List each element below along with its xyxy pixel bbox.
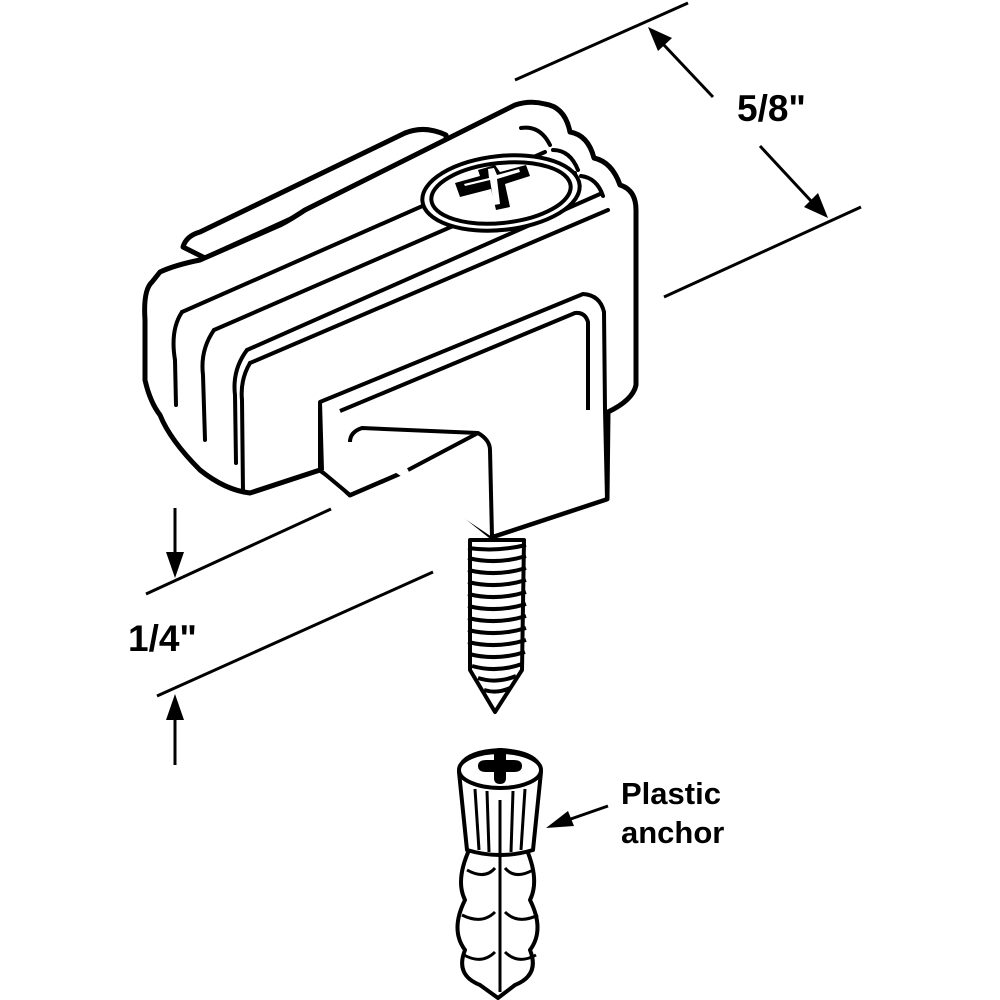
phillips-cross-inner (464, 168, 520, 205)
anchor-leader-line (565, 806, 608, 821)
anchor-label-line2: anchor (621, 815, 725, 850)
anchor-leader-arrowhead (546, 811, 574, 828)
anchor-details (462, 789, 538, 992)
dimension-label-5-8: 5/8" (737, 88, 806, 129)
dimension-1-4-lines (146, 508, 433, 765)
anchor-label-line1: Plastic (621, 776, 721, 811)
anchor-phillips-icon (478, 748, 522, 784)
screw-threads (468, 545, 526, 692)
plastic-anchor-label: Plastic anchor (621, 774, 724, 852)
screw-icon (470, 540, 524, 712)
dimension-label-1-4: 1/4" (128, 618, 197, 659)
dimension-1-4-arrowheads (166, 552, 184, 720)
dimension-5-8-lines (515, 3, 861, 297)
dimension-5-8-arrowheads (648, 27, 828, 218)
block-foot (320, 294, 607, 537)
